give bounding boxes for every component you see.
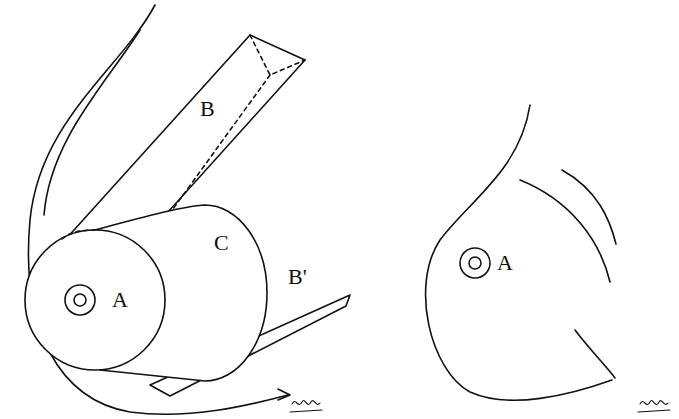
part-letter: A bbox=[112, 289, 128, 311]
breast-outline bbox=[426, 105, 612, 400]
signature bbox=[638, 400, 670, 412]
contour-line bbox=[562, 170, 616, 244]
hidden-edge bbox=[62, 230, 95, 239]
areola bbox=[460, 248, 490, 278]
arrow-head bbox=[278, 389, 290, 400]
part-letter: B' bbox=[288, 266, 307, 288]
hidden-edge bbox=[165, 35, 305, 220]
nipple bbox=[74, 294, 86, 306]
part-letter: C bbox=[214, 232, 229, 254]
contour-line bbox=[575, 330, 615, 378]
part-letter: B bbox=[200, 98, 215, 120]
areola bbox=[65, 285, 95, 315]
contour-line bbox=[520, 180, 610, 282]
part-letter: A bbox=[497, 252, 513, 274]
signature bbox=[290, 400, 322, 412]
nipple bbox=[469, 257, 481, 269]
disk-a bbox=[25, 230, 165, 370]
